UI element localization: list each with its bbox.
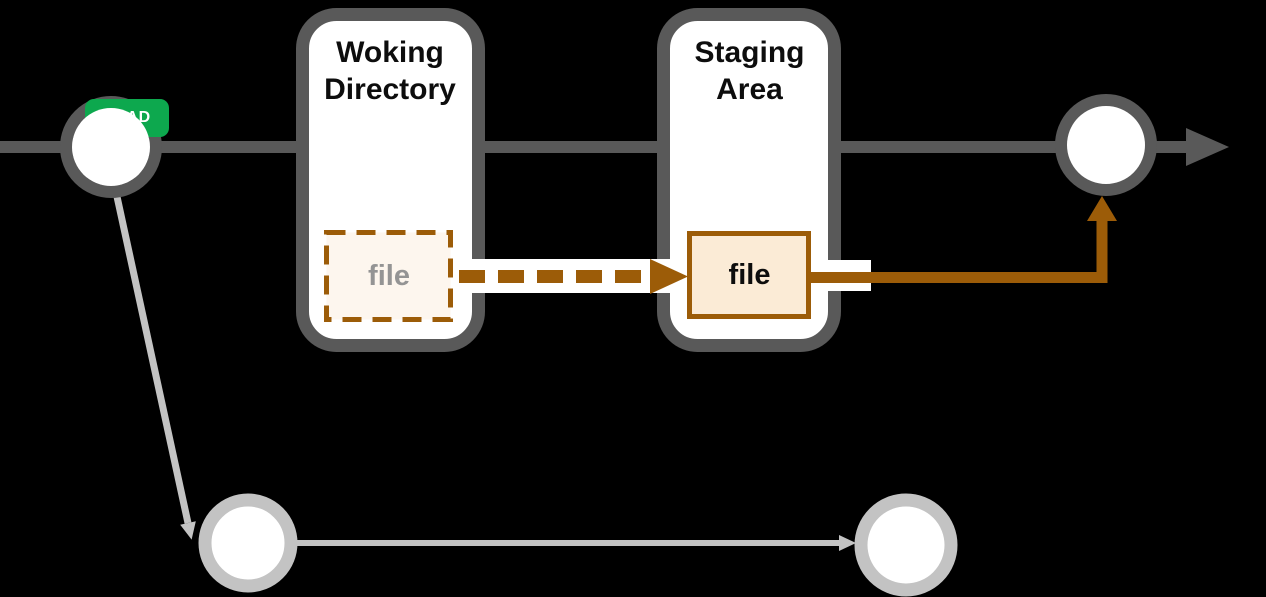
branch-commit-node-right bbox=[854, 493, 958, 597]
commit-arrow-line bbox=[810, 216, 1108, 283]
staged-file-box bbox=[687, 231, 811, 319]
main-branch-arrowhead-icon bbox=[1186, 128, 1229, 166]
working-file-box bbox=[324, 230, 453, 322]
add-arrow-casing bbox=[453, 259, 687, 293]
new-commit-node bbox=[1055, 94, 1157, 196]
head-commit-node bbox=[72, 108, 150, 186]
branch-commit-node-left bbox=[198, 493, 298, 593]
branch-diagonal-line bbox=[112, 191, 196, 540]
commit-arrow-arrowhead-icon bbox=[1087, 196, 1117, 221]
add-arrow-arrowhead-icon bbox=[650, 259, 688, 294]
